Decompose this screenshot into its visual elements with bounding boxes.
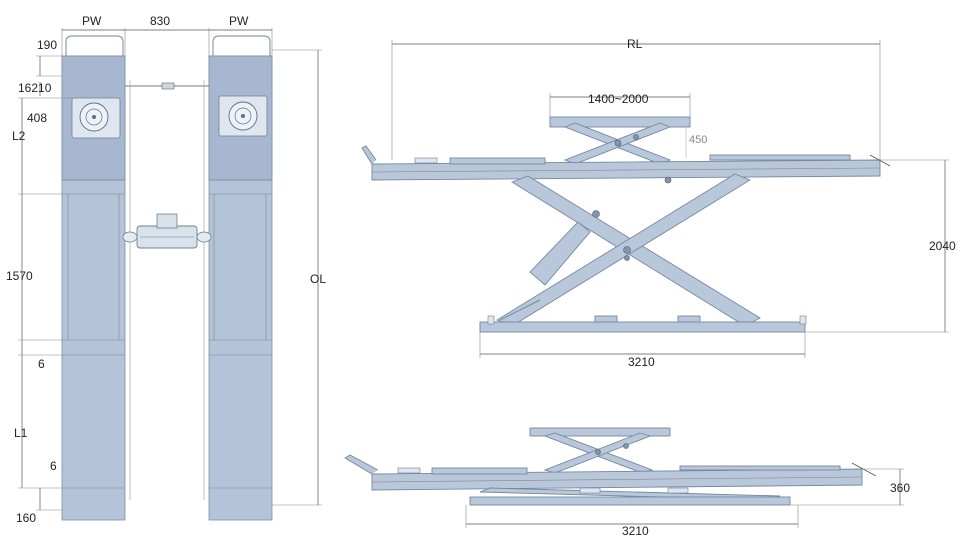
aux-platform-lowered xyxy=(529,427,671,474)
left-turntable xyxy=(71,97,121,139)
l1-label: L1 xyxy=(14,426,28,440)
base-frame xyxy=(479,315,807,333)
d16210-label: 16210 xyxy=(18,81,52,95)
ol-label: OL xyxy=(310,272,326,286)
plan-view: PW 830 PW 190 16210 408 L2 1570 6 L1 6 1… xyxy=(6,14,326,525)
platform-range-label: 1400~2000 xyxy=(588,92,649,106)
d408-label: 408 xyxy=(27,111,47,125)
raised-side-view: RL 1400~2000 450 xyxy=(361,37,956,369)
left-runway xyxy=(61,35,126,521)
main-runway-side xyxy=(361,145,891,181)
d1570-label: 1570 xyxy=(6,269,33,283)
base-length-lowered-label: 3210 xyxy=(622,524,649,538)
rl-label: RL xyxy=(627,37,643,51)
cross-members xyxy=(122,80,212,500)
d6-top-label: 6 xyxy=(38,357,45,371)
aux-platform xyxy=(549,116,691,165)
l2-label: L2 xyxy=(12,129,26,143)
pw-left-label: PW xyxy=(82,14,102,28)
height-2040-label: 2040 xyxy=(929,239,956,253)
main-runway-lowered xyxy=(344,454,877,491)
base-lowered xyxy=(469,496,791,506)
height-360-label: 360 xyxy=(890,481,910,495)
base-length-raised-label: 3210 xyxy=(628,355,655,369)
d190-label: 190 xyxy=(37,38,57,52)
right-runway xyxy=(208,35,273,521)
d6-bottom-label: 6 xyxy=(50,459,57,473)
gap-label: 830 xyxy=(150,14,170,28)
main-scissor xyxy=(496,173,761,327)
d160-label: 160 xyxy=(16,511,36,525)
pw-right-label: PW xyxy=(229,14,249,28)
aux-lift-label: 450 xyxy=(689,134,707,146)
lowered-side-view: 360 3210 xyxy=(344,427,910,538)
right-turntable xyxy=(218,95,268,137)
jack-beam xyxy=(122,213,212,249)
